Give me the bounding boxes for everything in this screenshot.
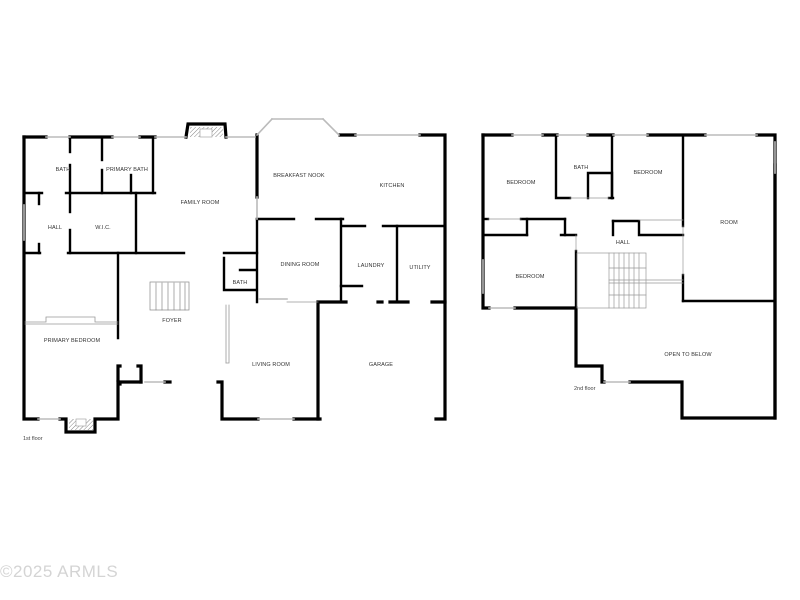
- room-label-bath-2: BATH: [232, 280, 248, 286]
- second-floor-plan: [481, 133, 777, 420]
- room-label-open-to-below: OPEN TO BELOW: [664, 352, 712, 358]
- room-label-bedroom-1: BEDROOM: [506, 180, 536, 186]
- room-label-hall-2: HALL: [615, 240, 631, 246]
- room-label-laundry: LAUNDRY: [357, 263, 385, 269]
- room-label-family-room: FAMILY ROOM: [180, 200, 220, 206]
- room-label-garage: GARAGE: [368, 362, 394, 368]
- room-label-bath-3: BATH: [573, 165, 589, 171]
- room-label-primary-bedroom: PRIMARY BEDROOM: [43, 338, 101, 344]
- room-label-primary-bath: PRIMARY BATH: [106, 167, 148, 173]
- room-label-living-room: LIVING ROOM: [252, 362, 290, 368]
- room-label-breakfast-nook: BREAKFAST NOOK: [273, 173, 325, 179]
- room-label-bath-1: BATH: [55, 167, 71, 173]
- room-label-hall-1: HALL: [47, 225, 63, 231]
- room-label-bedroom-2: BEDROOM: [633, 170, 663, 176]
- room-label-bedroom-3: BEDROOM: [515, 274, 545, 280]
- room-label-dining-room: DINING ROOM: [280, 262, 320, 268]
- copyright-watermark: ©2025 ARMLS: [0, 562, 119, 581]
- first-floor-plan: [22, 117, 447, 434]
- room-label-foyer: FOYER: [162, 318, 182, 324]
- room-label-room: ROOM: [720, 220, 738, 226]
- room-label-wic: W.I.C.: [95, 225, 111, 231]
- room-label-kitchen: KITCHEN: [379, 183, 405, 189]
- room-label-utility: UTILITY: [409, 265, 431, 271]
- floor-label-1st: 1st floor: [23, 436, 43, 442]
- floor-label-2nd: 2nd floor: [574, 386, 596, 392]
